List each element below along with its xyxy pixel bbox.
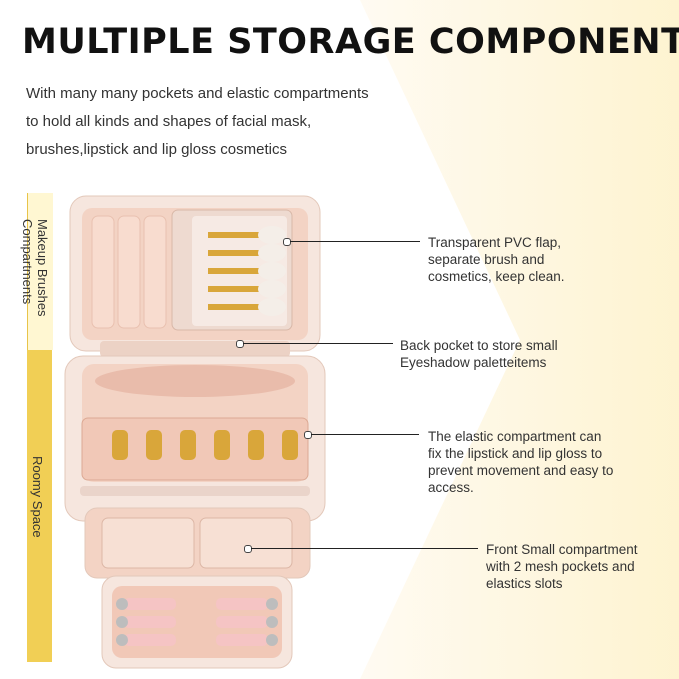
callout-leader-line	[311, 434, 419, 435]
callout-line: prevent movement and easy to	[428, 463, 614, 478]
callout-line: The elastic compartment can	[428, 429, 602, 444]
callout-dot	[283, 238, 291, 246]
callout-line: cosmetics, keep clean.	[428, 269, 565, 284]
intro-text: With many many pockets and elastic compa…	[26, 80, 406, 164]
callout-dot	[244, 545, 252, 553]
callout-line: Front Small compartment	[486, 542, 638, 557]
callout-dot	[304, 431, 312, 439]
callout-elastic-compartment: The elastic compartment can fix the lips…	[428, 428, 613, 496]
brushes-section-bar	[27, 193, 53, 350]
callout-pvc-flap: Transparent PVC flap, separate brush and…	[428, 234, 565, 285]
brushes-compartments-label: Makeup Brushes Compartments	[20, 219, 50, 317]
callout-leader-line	[290, 241, 420, 242]
callout-line: separate brush and	[428, 252, 545, 267]
intro-line: brushes,lipstick and lip gloss cosmetics	[26, 141, 287, 158]
cosmetic-bag-illustration	[64, 195, 326, 669]
side-label-line: Makeup Brushes	[35, 219, 50, 317]
callout-line: with 2 mesh pockets and	[486, 559, 635, 574]
callout-line: Transparent PVC flap,	[428, 235, 562, 250]
callout-line: Back pocket to store small	[400, 338, 558, 353]
callout-dot	[236, 340, 244, 348]
callout-line: access.	[428, 480, 474, 495]
intro-line: With many many pockets and elastic compa…	[26, 85, 369, 102]
brushes-group	[208, 226, 286, 316]
side-label-line: Compartments	[20, 219, 35, 305]
roomy-section-bar	[27, 350, 52, 662]
intro-line: to hold all kinds and shapes of facial m…	[26, 113, 312, 130]
callout-line: elastics slots	[486, 576, 563, 591]
callout-back-pocket: Back pocket to store small Eyeshadow pal…	[400, 337, 558, 371]
page-title: MULTIPLE STORAGE COMPONENT	[22, 22, 679, 62]
callout-front-compartment: Front Small compartment with 2 mesh pock…	[486, 541, 638, 592]
callout-line: fix the lipstick and lip gloss to	[428, 446, 603, 461]
callout-line: Eyeshadow paletteitems	[400, 355, 547, 370]
roomy-space-label: Roomy Space	[30, 456, 45, 538]
lipgloss-group	[116, 598, 278, 646]
callout-leader-line	[251, 548, 478, 549]
lipsticks-group	[112, 430, 298, 460]
callout-leader-line	[243, 343, 393, 344]
